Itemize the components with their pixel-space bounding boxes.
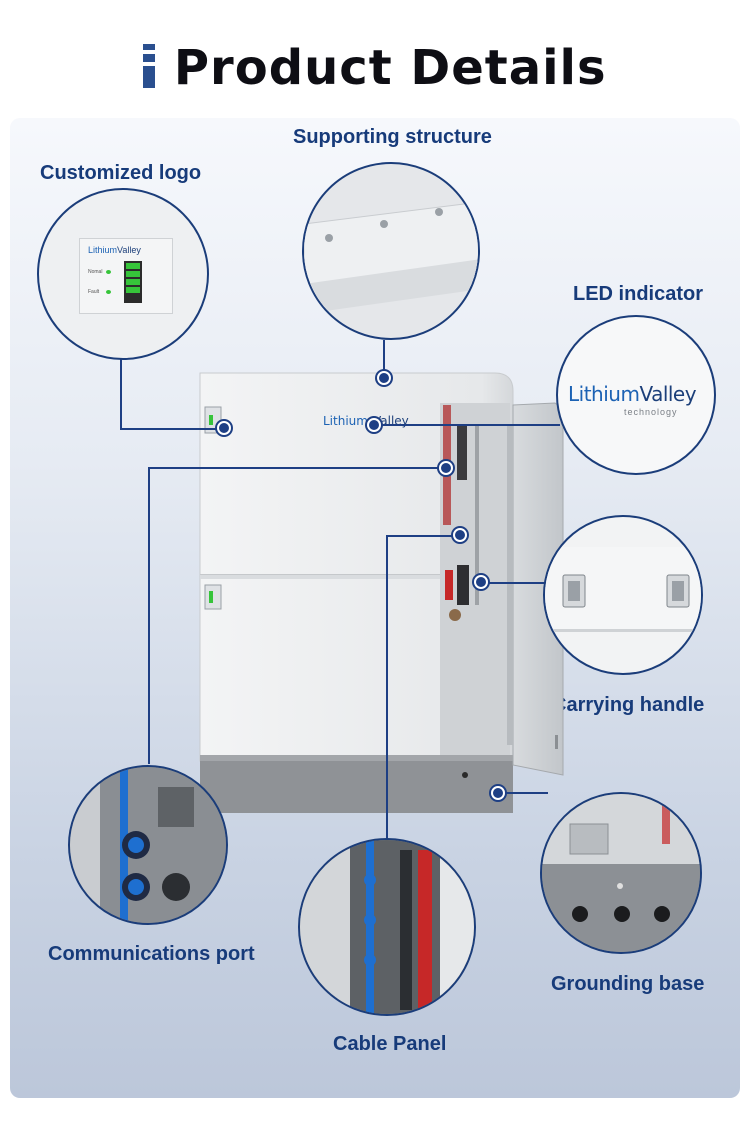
label-grounding-base: Grounding base (551, 973, 705, 995)
marker-dot (377, 371, 391, 385)
connector-line (375, 424, 560, 426)
customized-logo-detail: LithiumValley Nomal Fault (37, 188, 209, 360)
bracket-image (304, 203, 478, 315)
marker-dot (367, 418, 381, 432)
label-supporting-structure: Supporting structure (293, 126, 492, 148)
connector-line (120, 355, 122, 429)
connector-line (120, 428, 224, 430)
battery-level-icon (124, 261, 142, 303)
logo-panel: LithiumValley Nomal Fault (79, 238, 173, 314)
communications-port-detail (68, 765, 228, 925)
supporting-structure-detail (302, 162, 480, 340)
cable-panel-detail (298, 838, 476, 1016)
title-mark-icon (143, 44, 156, 92)
handle-image (545, 547, 701, 632)
normal-led-icon (106, 270, 111, 274)
connector-line (148, 467, 446, 469)
connector-line (386, 535, 460, 537)
label-carrying-handle: Carrying handle (552, 694, 705, 716)
marker-dot (453, 528, 467, 542)
connector-line (498, 792, 548, 794)
marker-dot (491, 786, 505, 800)
comm-port-image (70, 767, 226, 923)
grounding-base-image (542, 794, 700, 952)
label-led-indicator: LED indicator (573, 283, 704, 305)
brand-logo: LithiumValley (568, 382, 697, 406)
marker-dot (439, 461, 453, 475)
marker-dot (474, 575, 488, 589)
panel-normal-label: Nomal (88, 269, 103, 275)
grounding-base-detail (540, 792, 702, 954)
battery-cabinet-image: Lithium Valley (199, 372, 564, 813)
panel-fault-label: Fault (88, 289, 100, 295)
brand-subtitle: technology (624, 407, 678, 417)
label-customized-logo: Customized logo (40, 162, 202, 184)
connector-line (383, 340, 385, 378)
connector-line (386, 535, 388, 839)
header: Product Details (0, 40, 750, 96)
panel-brand: LithiumValley (88, 245, 141, 255)
led-indicator-detail: LithiumValley technology (556, 315, 716, 475)
page-title: Product Details (173, 40, 607, 96)
connector-line (148, 467, 150, 764)
fault-led-icon (106, 290, 111, 294)
label-communications-port: Communications port (48, 943, 255, 965)
carrying-handle-detail (543, 515, 703, 675)
cable-panel-image (300, 840, 474, 1014)
marker-dot (217, 421, 231, 435)
connector-line (481, 582, 546, 584)
label-cable-panel: Cable Panel (333, 1033, 447, 1055)
svg-text:Lithium: Lithium (323, 414, 368, 428)
